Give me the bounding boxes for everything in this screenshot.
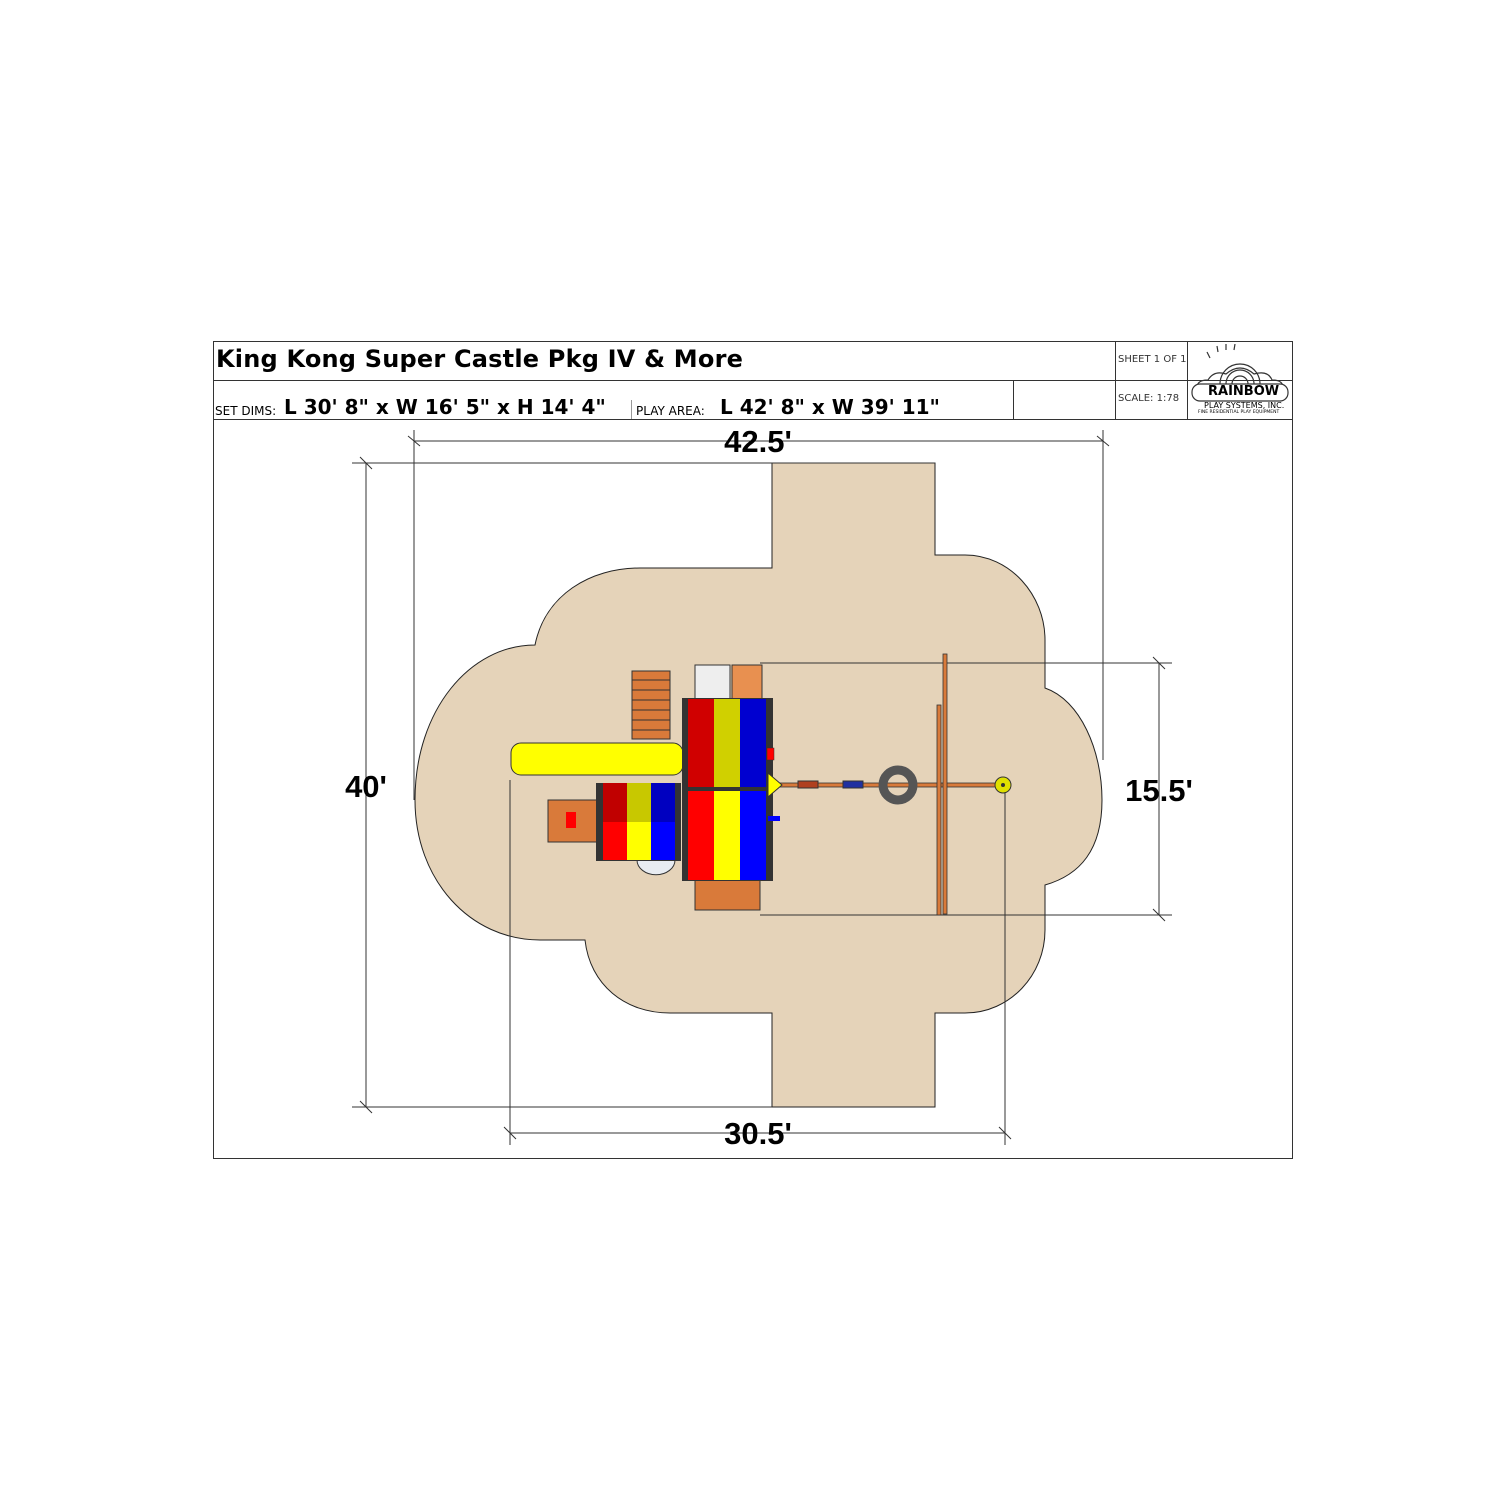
drawing-frame (213, 341, 1293, 1159)
dimension-lines (352, 430, 1172, 1145)
sheet-number: SHEET 1 OF 1 (1118, 354, 1187, 365)
divider (213, 380, 1293, 381)
play-area-label: PLAY AREA: (636, 404, 705, 418)
divider (1187, 341, 1188, 419)
scale: SCALE: 1:78 (1118, 393, 1180, 404)
divider (631, 400, 632, 419)
set-dims-label: SET DIMS: (215, 404, 277, 418)
dimension-play-area-length: 42.5' (724, 424, 792, 459)
divider (213, 419, 1293, 420)
set-dims-value: L 30' 8" x W 16' 5" x H 14' 4" (284, 395, 606, 419)
dimension-set-length: 30.5' (724, 1116, 792, 1151)
dimension-play-area-width: 40' (345, 769, 387, 804)
logo-name: RAINBOW (1208, 384, 1280, 399)
divider (1013, 380, 1014, 419)
drawing-title: King Kong Super Castle Pkg IV & More (216, 345, 744, 373)
logo-tagline: FINE RESIDENTIAL PLAY EQUIPMENT (1198, 410, 1280, 415)
dimension-set-width: 15.5' (1125, 773, 1193, 808)
logo-subtitle: PLAY SYSTEMS, INC. (1204, 401, 1285, 410)
rainbow-logo: RAINBOW PLAY SYSTEMS, INC. FINE RESIDENT… (1190, 344, 1290, 418)
play-area-value: L 42' 8" x W 39' 11" (720, 395, 940, 419)
divider (1115, 341, 1116, 419)
playset (510, 653, 1012, 916)
